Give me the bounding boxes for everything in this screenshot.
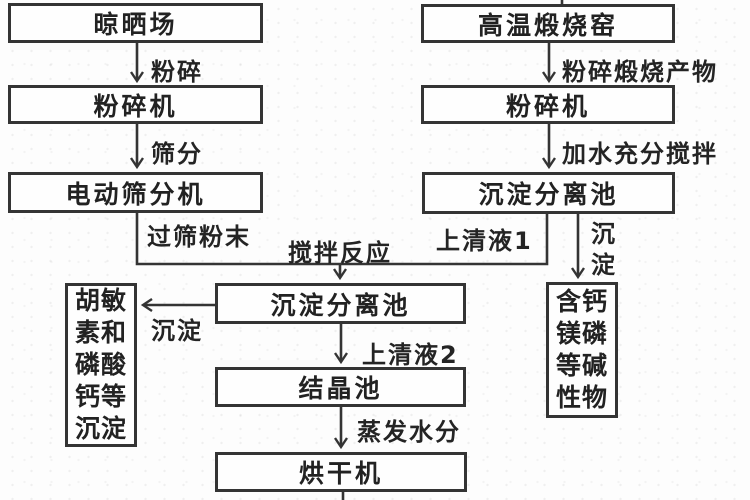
edge-label-sieve: 筛分 [151, 140, 203, 168]
edge-label-add-water-stir: 加水充分搅拌 [562, 140, 718, 168]
edge-label-precipitate-right: 沉淀 [591, 220, 615, 279]
node-kiln: 高温煅烧窑 [421, 4, 675, 43]
edge-label-evaporate-water: 蒸发水分 [357, 418, 461, 446]
edge-label-precipitate-left: 沉淀 [151, 317, 203, 345]
node-settling-pond-2: 沉淀分离池 [215, 283, 466, 324]
node-dryer: 烘干机 [215, 452, 467, 492]
edge-label-sieved-powder: 过筛粉末 [147, 223, 251, 251]
edge-label-crush: 粉碎 [151, 58, 203, 86]
node-crusher-right: 粉碎机 [421, 85, 675, 124]
node-alkaline-product: 含钙镁磷等碱性物 [546, 282, 618, 418]
edge-merge-line [135, 213, 549, 266]
edge-label-stir-reaction: 搅拌反应 [288, 239, 392, 267]
edge-label-supernatant-1: 上清液1 [436, 227, 533, 255]
node-settling-pond-1: 沉淀分离池 [422, 172, 675, 214]
node-crystallization-pond: 结晶池 [215, 367, 466, 407]
node-humin-precipitate: 胡敏素和磷酸钙等沉淀 [65, 283, 137, 447]
node-electric-sieve: 电动筛分机 [8, 172, 263, 213]
node-crusher-left: 粉碎机 [8, 85, 263, 124]
edge-label-crushed-calcined-product: 粉碎煅烧产物 [562, 58, 718, 86]
node-drying-yard: 晾晒场 [8, 3, 263, 43]
edge-label-supernatant-2: 上清液2 [362, 341, 459, 369]
